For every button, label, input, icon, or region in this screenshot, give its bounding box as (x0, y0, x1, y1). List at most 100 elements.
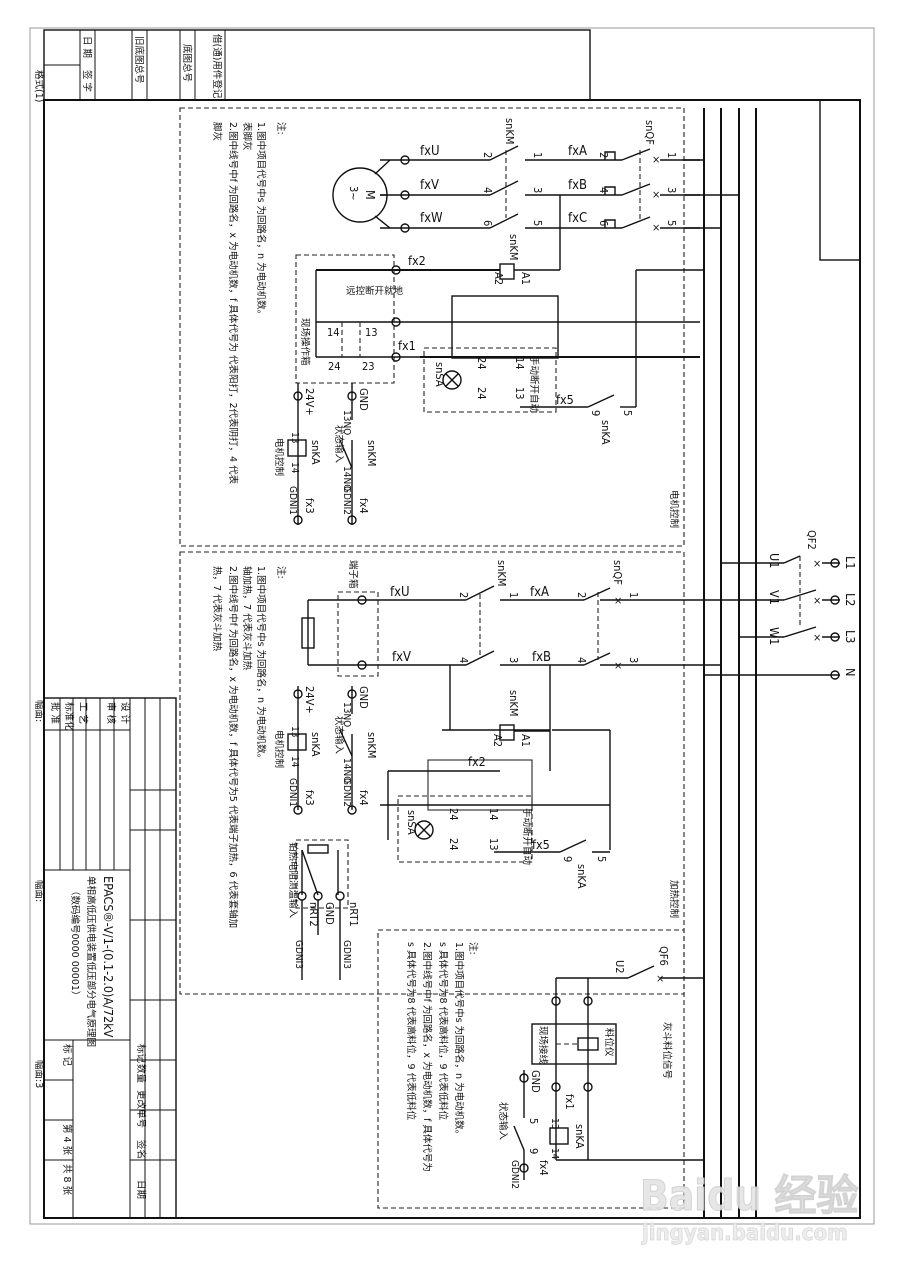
hka-pin: 9 (561, 856, 574, 862)
level-gnd: GND (529, 1070, 542, 1093)
hsa-pin: 13 (487, 838, 500, 851)
header-base-no: 底图总号 (181, 44, 193, 82)
ka-coil-pin: 14 (289, 462, 300, 474)
phase-u2: U2 (613, 960, 626, 974)
sa-pin: 13 (513, 387, 526, 400)
rtd-term-nrt2: nRT2 (307, 902, 320, 927)
out-fx3: fx3 (303, 498, 316, 514)
busbars (703, 108, 757, 1218)
rtd-box-label: 铂热电阻测温输入 (287, 842, 299, 919)
wire-fxb: fxB (568, 178, 587, 193)
header-old-base-no: 旧底图总号 (133, 36, 145, 84)
hno-pin: 14NO (341, 758, 352, 783)
heater-gdni2: GDNI2 (341, 778, 352, 807)
wire-fxv: fxV (420, 178, 439, 193)
hka-pin: 5 (595, 856, 608, 862)
hno-pin: 13NO (341, 702, 352, 727)
local-pin: 13 (365, 326, 378, 339)
sheet-number: 第 4 张 (61, 1124, 73, 1156)
power-input: ××× L1 L2 L3 N QF2 U1 V1 W1 (704, 530, 858, 680)
svg-text:×: × (614, 594, 622, 607)
rtd-gdni3-a: GDNI3 (341, 940, 352, 969)
heater-ka-coil-desc: 电机控制 (273, 730, 285, 768)
role-standard: 标准化 (63, 702, 75, 731)
ka-coil-desc: 电机控制 (273, 438, 285, 476)
wire-fx2: fx2 (408, 253, 426, 268)
drawing-frame (43, 99, 861, 1219)
hka-coil-pin: 13 (289, 726, 300, 737)
rtd-term-nrt1: nRT1 (347, 902, 360, 927)
motor-ka-label: snKA (599, 420, 612, 445)
svg-text:×: × (614, 659, 622, 672)
hsa-pin: 24 (447, 808, 460, 821)
heater-ka-label: snKA (575, 864, 588, 889)
hkm-pin: 1 (507, 592, 520, 598)
heater-km-label: snKM (495, 560, 508, 586)
page-format-label: 格式(1) (33, 70, 45, 102)
level-ka-pin: 14 (549, 1148, 560, 1160)
hkm-pin: 3 (507, 657, 520, 663)
wire-fxw: fxW (420, 211, 443, 226)
qf-pin: 4 (597, 187, 610, 193)
terminal-l1: L1 (843, 556, 858, 569)
svg-text:×: × (813, 557, 821, 570)
qf2-x-marks: ××× (813, 557, 821, 644)
level-status-input: 状态输入 (497, 1102, 509, 1141)
sa-pin: 24 (475, 357, 488, 370)
heater-aux-km: snKM (365, 732, 378, 758)
heater-wire-fxv: fxV (392, 650, 411, 665)
header-date: 日 期 (81, 36, 92, 58)
motor-qf-label: snQF (643, 120, 656, 145)
heater-term-24v: 24V+ (303, 686, 316, 714)
ka-pin: 5 (621, 410, 634, 416)
section-motor-control: 电机控制 ××× 1 3 5 snQF 2 4 6 fxA fxB fxC 1 … (179, 107, 739, 547)
mark-label: 标记 (135, 1044, 147, 1064)
rtd-gdni3-b: GDNI3 (293, 940, 304, 969)
motor-note-3: 表脚灰 (241, 122, 253, 151)
terminal-icons (830, 558, 840, 680)
heater-coil-a1: A1 (519, 734, 532, 747)
no-pin: 13NO (341, 410, 352, 435)
motor-sa-modes: 手动断开自动 (528, 356, 540, 413)
field-wiring-label: 现场接线 (537, 1026, 549, 1065)
watermark: Baidu 经验 jingyan.baidu.com (640, 1171, 859, 1247)
drawing-code: （数码编号0000 00001） (69, 886, 81, 1000)
km-pin: 1 (531, 152, 544, 158)
heater-status-input: 状态输入 (333, 716, 345, 755)
svg-text:×: × (813, 631, 821, 644)
km-pin: 5 (531, 220, 544, 226)
qf-pin: 5 (665, 220, 678, 226)
motor-sa-label: snSA (433, 362, 446, 387)
section-level-signal: 灰斗料位信号 × QF6 U2 料位仪 现场接线 GND fx1 snKA 13… (377, 929, 704, 1209)
format-label-1: 幅面: (33, 700, 45, 722)
level-note-4: s 具体代号为8 代表高料位，9 代表低料位 (405, 942, 417, 1121)
km-coil-label: snKM (507, 234, 520, 260)
heater-element-icon (301, 617, 315, 649)
motor-section-title: 电机控制 (668, 490, 680, 528)
format-label-3: 幅面:3 (33, 1060, 45, 1088)
local-box-label: 现场操作箱 (299, 318, 311, 366)
qf-pin: 1 (665, 152, 678, 158)
level-notes-title: 注: (467, 942, 479, 955)
level-note-3: 2.图中线号中f 为回路名，x 为电动机数，f 具体代号为 (421, 942, 433, 1172)
hsa-pin: 24 (447, 838, 460, 851)
hq-pin: 1 (627, 592, 640, 598)
heater-note-3: 轴加热，7 代表灰斗加热 (241, 566, 253, 671)
ka-coil-pin: 13 (289, 432, 300, 443)
qf2-label: QF2 (805, 530, 818, 550)
right-box (819, 99, 861, 261)
motor-sublabel: 3~ (347, 186, 360, 201)
watermark-url: jingyan.baidu.com (641, 1221, 848, 1246)
heater-qf-label: snQF (611, 560, 624, 585)
km-pin: 3 (531, 187, 544, 193)
heater-notes-title: 注: (275, 566, 287, 579)
gdni2: GDNI2 (341, 486, 352, 515)
aux-km-label: snKM (365, 440, 378, 466)
format-label-2: 幅面: (33, 880, 45, 902)
level-meter-label: 料位仪 (603, 1028, 615, 1057)
heater-gdni1: GDNI1 (287, 778, 298, 807)
sa-pin: 14 (513, 357, 526, 370)
hkm-pin: 2 (457, 592, 470, 598)
km-pin: 4 (481, 187, 494, 193)
